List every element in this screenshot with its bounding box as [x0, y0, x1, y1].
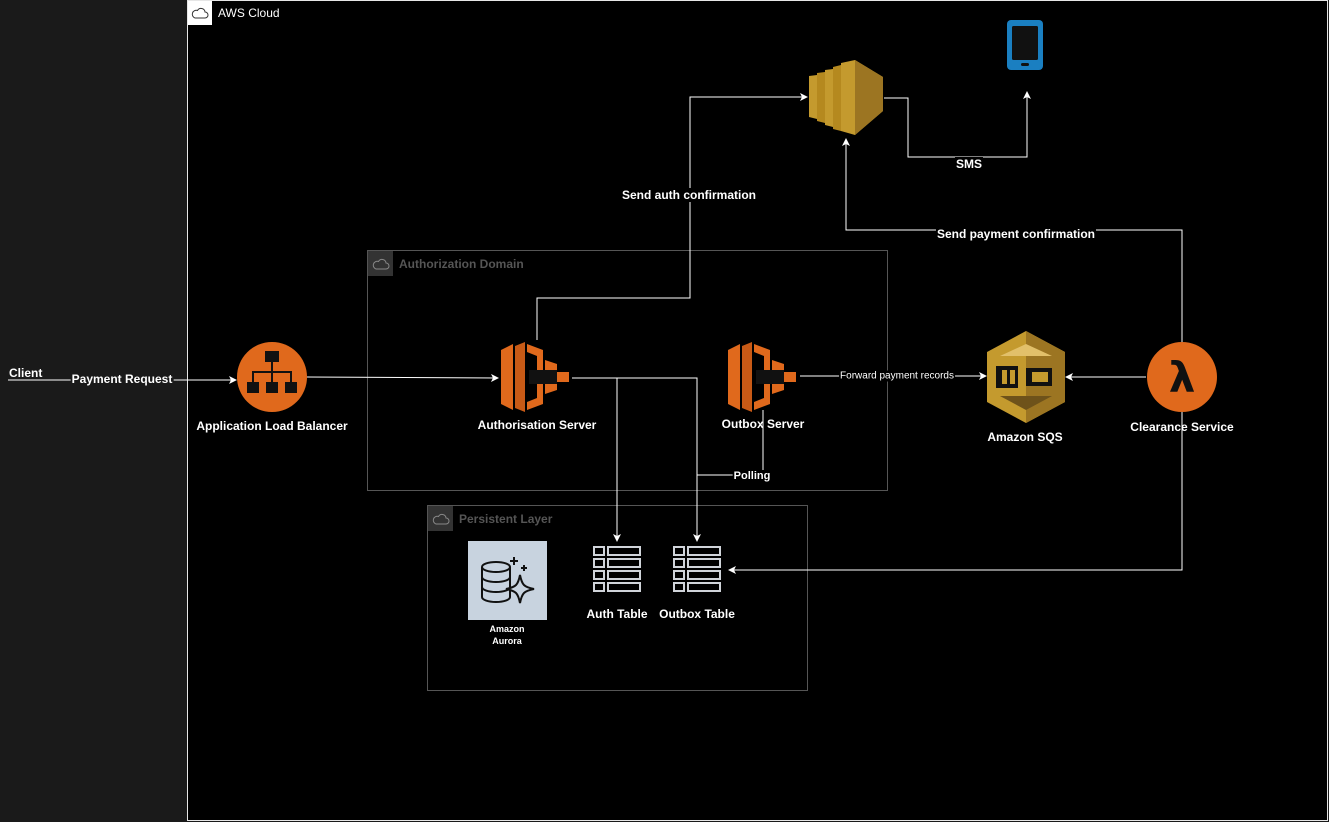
authorization-domain-group: Authorization Domain [367, 250, 888, 491]
authorization-domain-title: Authorization Domain [399, 256, 524, 271]
edge-clearance-to-outbox-table [728, 410, 1183, 574]
sms-label: SMS [954, 157, 984, 171]
sqs-queue-icon[interactable] [986, 330, 1066, 424]
edge-sns-to-mobile [884, 91, 1031, 158]
edge-auth-to-outbox-table [617, 377, 701, 542]
polling-label: Polling [732, 470, 772, 482]
payment-request-label: Payment Request [70, 372, 174, 386]
cloud-icon [368, 251, 393, 276]
edge-clearance-to-sns [842, 138, 1183, 345]
outbox-table-label: Outbox Table [659, 607, 735, 621]
load-balancer-icon[interactable] [236, 341, 308, 413]
outbox-server-label: Outbox Server [721, 417, 805, 431]
ecs-container-icon[interactable] [499, 342, 573, 412]
edge-auth-to-sns [536, 93, 808, 340]
send-payment-confirmation-label: Send payment confirmation [935, 227, 1097, 241]
lambda-symbol: λ [1169, 353, 1196, 402]
client-label: Client [9, 366, 43, 380]
aws-cloud-title: AWS Cloud [218, 6, 280, 20]
aurora-label: Amazon Aurora [489, 624, 525, 646]
auth-server-label: Authorisation Server [477, 418, 597, 432]
sqs-label: Amazon SQS [987, 430, 1063, 444]
persistent-layer-title: Persistent Layer [459, 511, 553, 526]
lambda-icon[interactable]: λ [1146, 341, 1218, 413]
sns-icon[interactable] [807, 59, 885, 137]
persistent-layer-group: Persistent Layer [427, 505, 808, 691]
cloud-icon [188, 1, 212, 25]
edge-alb-to-auth [305, 373, 499, 382]
auth-table-label: Auth Table [586, 607, 648, 621]
table-icon[interactable] [672, 545, 722, 595]
table-icon[interactable] [592, 545, 642, 595]
edge-auth-to-auth-table [572, 377, 621, 542]
cloud-icon [428, 506, 453, 531]
mobile-phone-icon [1007, 20, 1043, 70]
ecs-container-icon[interactable] [726, 342, 800, 412]
aurora-database-icon [481, 557, 535, 604]
clearance-label: Clearance Service [1130, 420, 1234, 434]
forward-payment-records-label: Forward payment records [839, 370, 955, 382]
aws-cloud-group: AWS Cloud [187, 0, 1328, 821]
send-auth-confirmation-label: Send auth confirmation [620, 188, 758, 202]
aurora-database[interactable] [468, 541, 547, 620]
alb-label: Application Load Balancer [196, 419, 348, 433]
